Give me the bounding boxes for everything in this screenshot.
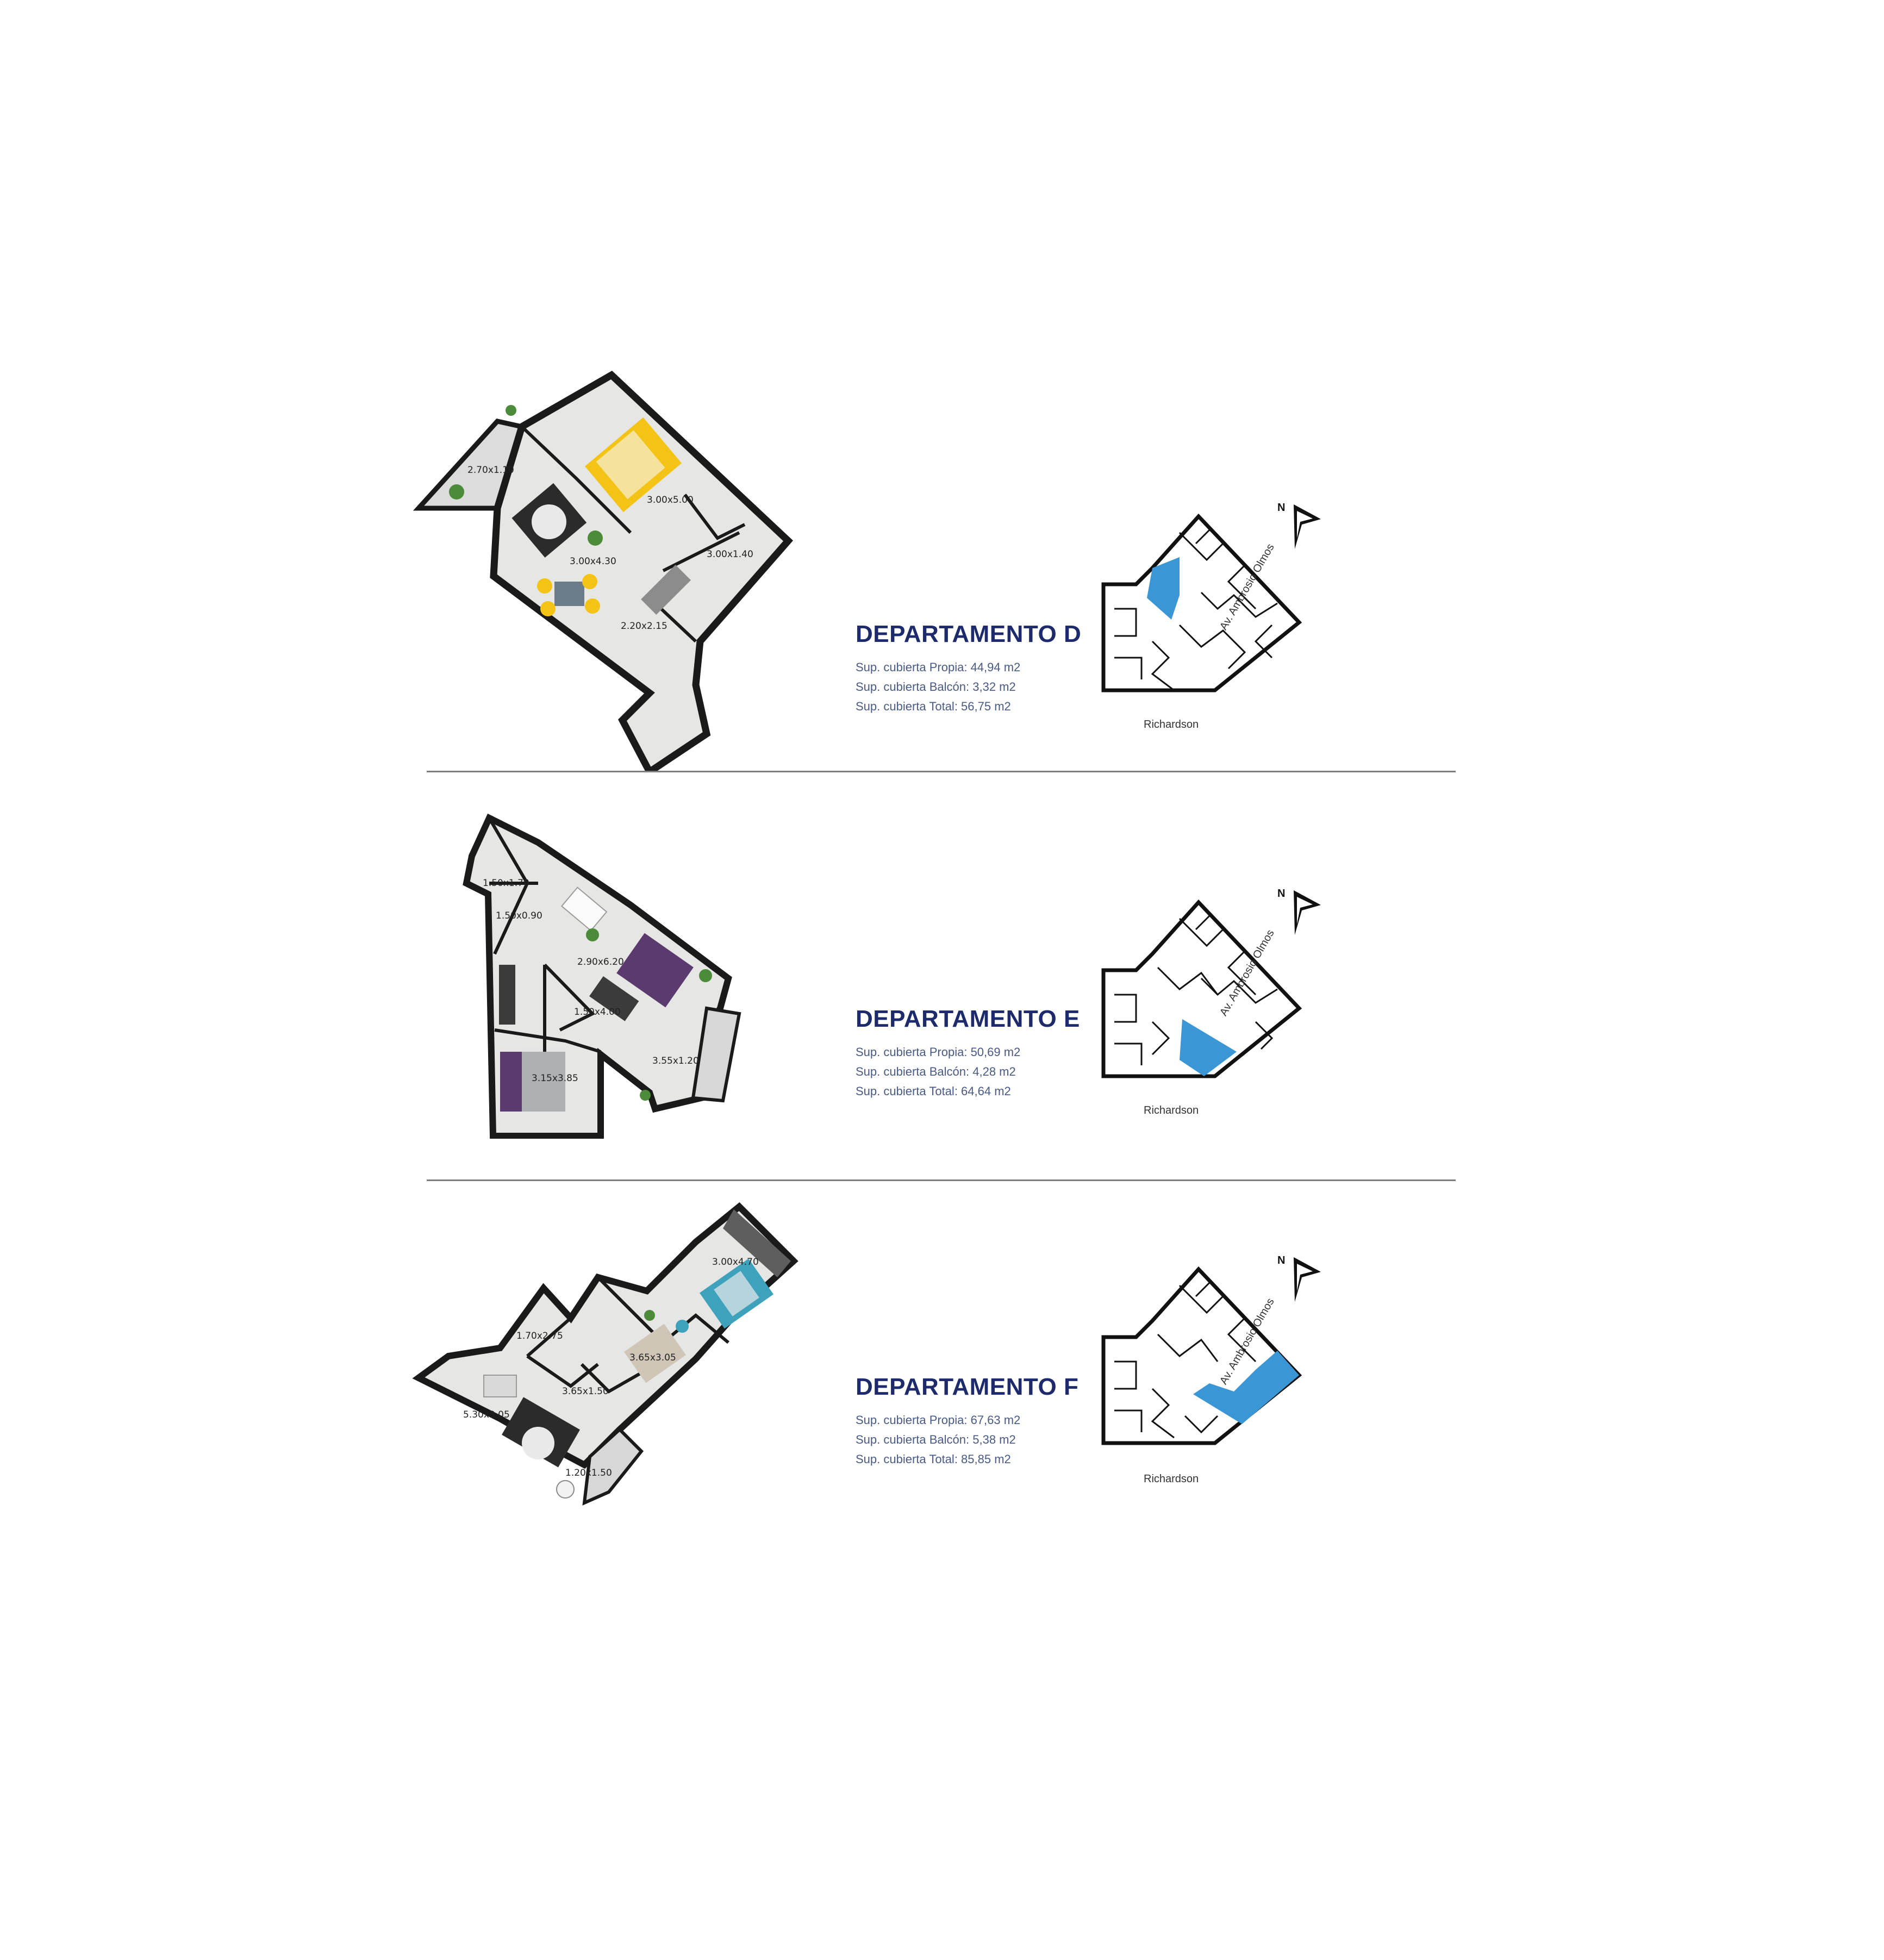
- dim-label: 1.50x1.70: [483, 878, 529, 889]
- dim-label: 3.55x1.20: [652, 1056, 699, 1066]
- dim-label: 1.50x4.00: [574, 1007, 621, 1018]
- unit-title: DEPARTAMENTO D: [856, 621, 1082, 647]
- dim-label: 3.65x3.05: [629, 1352, 676, 1363]
- street-label-south: Richardson: [1144, 1473, 1199, 1485]
- spec-own-area: Sup. cubierta Propia: 67,63 m2: [856, 1413, 1021, 1427]
- key-plan-e: N: [1101, 888, 1321, 1078]
- highlight-unit: [1180, 1019, 1237, 1076]
- unit-info-d: DEPARTAMENTO D Sup. cubierta Propia: 44,…: [856, 621, 1081, 716]
- dim-label: 1.50x0.90: [496, 910, 542, 921]
- dim-label: 1.20x1.50: [565, 1468, 612, 1478]
- north-label: N: [1277, 888, 1285, 900]
- north-label: N: [1277, 502, 1285, 514]
- dim-label: 1.70x2.75: [516, 1331, 563, 1341]
- dim-label: 3.65x1.50: [562, 1386, 609, 1397]
- key-plan-d: N: [1101, 502, 1321, 692]
- floorplan-departamento-e: 1.50x1.70 1.50x0.90 2.90x6.20 1.50x4.00 …: [463, 813, 741, 1139]
- dim-label: 3.00x5.00: [647, 495, 694, 505]
- dim-label: 3.00x4.70: [712, 1257, 759, 1268]
- north-label: N: [1277, 1254, 1285, 1266]
- unit-title: DEPARTAMENTO F: [856, 1374, 1079, 1400]
- floorplan-departamento-d: 2.70x1.10 3.00x5.00 3.00x4.30 3.00x1.40 …: [413, 370, 794, 772]
- highlight-unit: [1147, 557, 1180, 620]
- key-plan-f: N: [1101, 1254, 1321, 1445]
- spec-total-area: Sup. cubierta Total: 56,75 m2: [856, 700, 1011, 713]
- spec-balcony-area: Sup. cubierta Balcón: 3,32 m2: [856, 680, 1016, 694]
- dim-label: 5.30x3.05: [463, 1409, 510, 1420]
- section-divider: [427, 1179, 1456, 1181]
- dim-label: 2.90x6.20: [577, 957, 624, 967]
- street-label-south: Richardson: [1144, 719, 1199, 731]
- dim-label: 3.00x1.40: [707, 549, 753, 560]
- dim-label: 2.20x2.15: [621, 621, 667, 632]
- spec-balcony-area: Sup. cubierta Balcón: 5,38 m2: [856, 1433, 1016, 1446]
- spec-total-area: Sup. cubierta Total: 85,85 m2: [856, 1452, 1011, 1466]
- highlight-unit: [1193, 1351, 1299, 1424]
- spec-own-area: Sup. cubierta Propia: 50,69 m2: [856, 1045, 1021, 1059]
- unit-info-e: DEPARTAMENTO E Sup. cubierta Propia: 50,…: [856, 1006, 1080, 1101]
- spec-total-area: Sup. cubierta Total: 64,64 m2: [856, 1084, 1011, 1098]
- north-arrow-icon: N: [1277, 502, 1321, 549]
- north-arrow-icon: N: [1277, 1254, 1321, 1302]
- street-label-south: Richardson: [1144, 1104, 1199, 1116]
- section-divider: [427, 771, 1456, 772]
- unit-info-f: DEPARTAMENTO F Sup. cubierta Propia: 67,…: [856, 1374, 1078, 1469]
- dim-label: 3.00x4.30: [570, 556, 616, 567]
- dim-label: 2.70x1.10: [467, 465, 514, 476]
- unit-title: DEPARTAMENTO E: [856, 1006, 1080, 1032]
- north-arrow-icon: N: [1277, 888, 1321, 935]
- floorplan-departamento-f: 3.00x4.70 1.70x2.75 3.65x3.05 3.65x1.50 …: [412, 1202, 798, 1506]
- dim-label: 3.15x3.85: [532, 1073, 578, 1084]
- spec-balcony-area: Sup. cubierta Balcón: 4,28 m2: [856, 1065, 1016, 1078]
- spec-own-area: Sup. cubierta Propia: 44,94 m2: [856, 660, 1021, 674]
